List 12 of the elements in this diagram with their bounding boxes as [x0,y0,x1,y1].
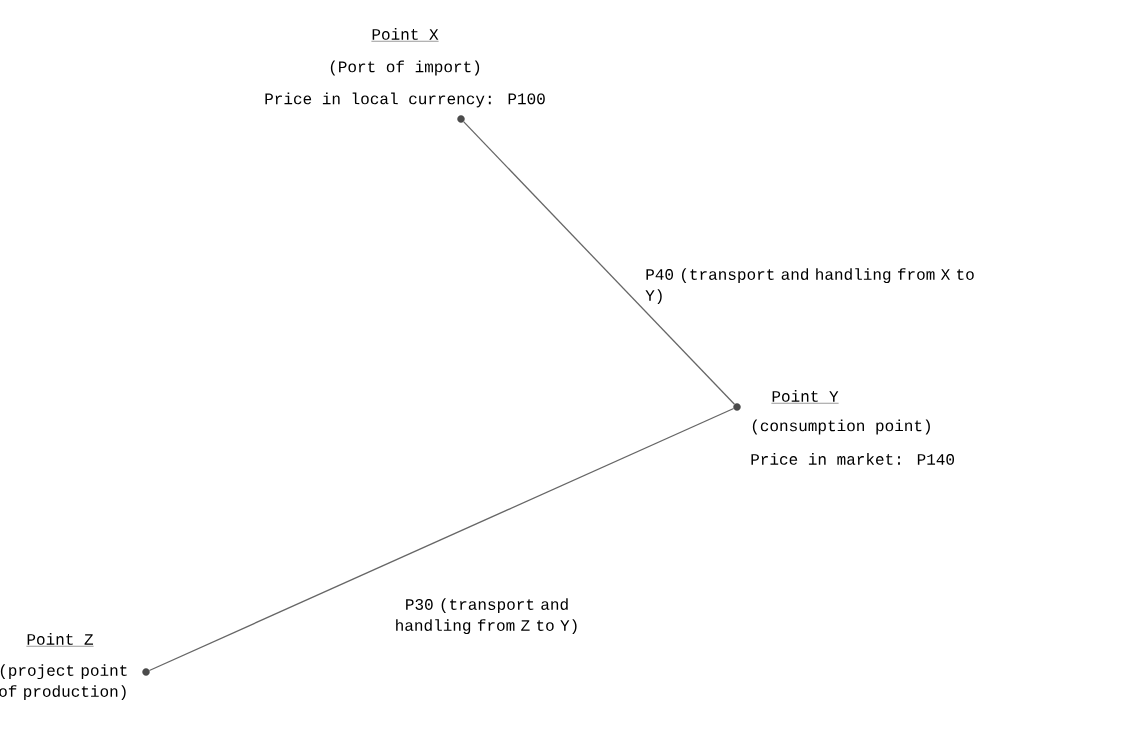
line [148,407,735,672]
place-note: Price in local currency: P100 [265,92,545,108]
place-name: Point Z [26,633,94,647]
edge-label: P40 (transport and handling from X to Y) [645,268,974,305]
place-note: (Port of import) [330,60,480,76]
place-note: (project point of production) [0,664,127,701]
place-name: Point Y [771,390,839,404]
place-name: Point X [371,28,439,42]
line [462,121,736,405]
place-note: (consumption point) [752,419,930,435]
place-note: Price in market: P140 [751,453,954,465]
edge-label: P30 (transport and handling from Z to Y) [396,598,577,635]
